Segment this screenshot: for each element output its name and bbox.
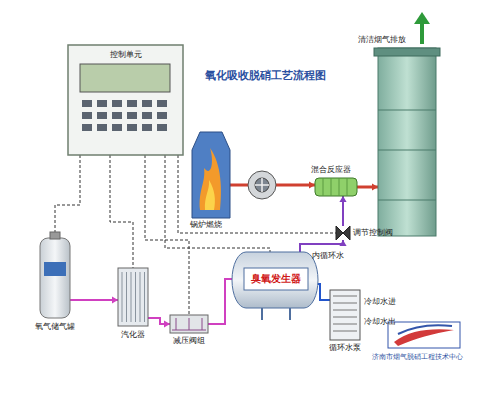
panel-button	[112, 112, 122, 119]
pipe-connector	[55, 155, 80, 238]
chimney-stack	[374, 12, 440, 236]
arrow-head	[372, 183, 378, 190]
vaporizer-fin	[135, 272, 136, 322]
node-label: 锅炉燃烧	[190, 220, 222, 230]
vaporizer-fin	[131, 272, 132, 322]
pressure-reducing-skid	[170, 315, 208, 333]
process-node: 清洁烟气排放	[378, 48, 436, 236]
cooler-coil	[333, 331, 357, 332]
vaporizer-fin	[144, 272, 145, 322]
pipe-connector	[110, 155, 133, 268]
process-node: 臭氧发生器	[244, 268, 308, 290]
vaporizer	[118, 268, 148, 326]
boiler	[192, 132, 230, 218]
panel-button	[157, 100, 167, 107]
panel-button	[142, 112, 152, 119]
panel-button	[142, 100, 152, 107]
panel-button	[157, 112, 167, 119]
process-node: 减压阀组	[170, 315, 208, 333]
annotation-label: 内循环水	[312, 251, 344, 261]
vaporizer-fin	[140, 272, 141, 322]
process-node: 汽化器	[118, 268, 148, 326]
node-label: 控制单元	[110, 49, 142, 61]
control-cabinet	[68, 45, 183, 155]
control-valve	[336, 226, 350, 240]
cooler-coil	[333, 303, 357, 304]
process-node: 循环水泵	[330, 290, 360, 340]
panel-button	[97, 112, 107, 119]
node-label: 混合反应器	[311, 165, 351, 175]
oxygen-tank	[40, 232, 70, 318]
panel-button	[82, 112, 92, 119]
induced-draft-fan	[248, 171, 276, 199]
cooler-coil	[333, 310, 357, 311]
panel-button	[157, 124, 167, 131]
node-label: 臭氧发生器	[251, 273, 301, 285]
panel-button	[127, 112, 137, 119]
panel-button	[127, 100, 137, 107]
node-label: 减压阀组	[173, 336, 205, 346]
panel-button	[82, 124, 92, 131]
panel-button	[112, 124, 122, 131]
company-logo	[388, 322, 460, 348]
pipe-connector	[145, 155, 189, 315]
pipe-connector	[70, 299, 118, 301]
annotation-label: 冷却水进	[364, 297, 396, 307]
process-node: 控制单元	[68, 45, 183, 155]
vaporizer-fin	[122, 272, 123, 322]
panel-button	[112, 100, 122, 107]
vaporizer-fin	[126, 272, 127, 322]
cooler-coil	[333, 324, 357, 325]
process-node: 调节控制阀	[336, 226, 350, 240]
process-node: 锅炉燃烧	[192, 132, 230, 218]
annotation-label: 冷却水出	[364, 317, 396, 327]
process-node: 混合反应器	[315, 178, 357, 196]
panel-button	[127, 124, 137, 131]
panel-button	[97, 100, 107, 107]
node-label: 清洁烟气排放	[358, 35, 406, 45]
arrow-head	[339, 240, 346, 246]
cooler-coil	[333, 317, 357, 318]
arrow-head	[309, 181, 315, 188]
node-label: 汽化器	[121, 330, 145, 340]
panel-button	[82, 100, 92, 107]
annotation-label: 济南市烟气脱硝工程技术中心	[372, 352, 463, 362]
panel-button	[97, 124, 107, 131]
process-node: 氧气储气罐	[40, 238, 70, 318]
cooling-unit	[330, 290, 360, 340]
node-label: 氧气储气罐	[35, 322, 75, 332]
arrow-head	[339, 196, 346, 202]
panel-button	[142, 124, 152, 131]
arrow-head	[112, 296, 118, 303]
cooler-coil	[333, 296, 357, 297]
arrow-head	[164, 320, 170, 327]
mixing-reactor	[315, 178, 357, 196]
node-label: 循环水泵	[329, 343, 361, 353]
generator-vessel	[232, 252, 318, 320]
node-label: 调节控制阀	[353, 228, 393, 238]
diagram-title: 氧化吸收脱硝工艺流程图	[205, 68, 326, 83]
